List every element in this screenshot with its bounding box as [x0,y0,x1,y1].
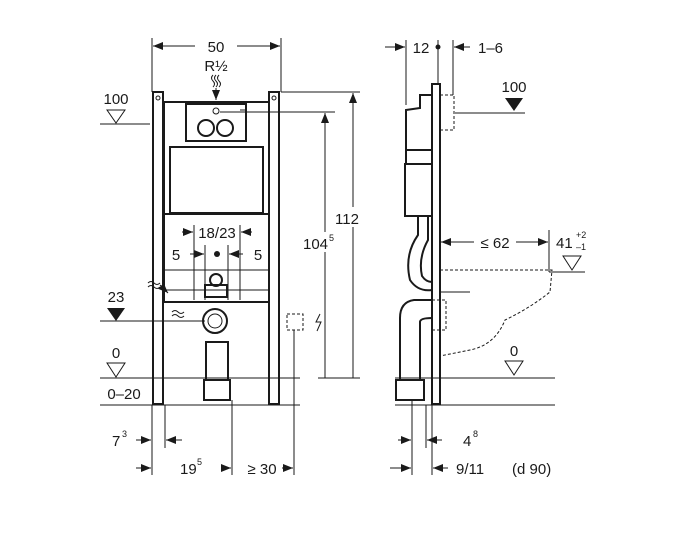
drain-pipe [205,341,229,381]
dim-9-11-label: 9/11 [456,461,484,478]
water-icon-2 [171,310,185,318]
cistern [163,101,270,215]
flush-button-small [216,119,234,137]
frame-side [431,83,441,405]
dim-18-23-label: 18/23 [198,225,236,242]
drain-connection [202,308,228,334]
flush-button-large [197,119,215,137]
svg-text:5: 5 [329,233,334,243]
level-100-label: 100 [103,91,128,108]
dim-1-6-label: 1–6 [478,40,503,57]
dim-19-label: 19 [180,461,197,478]
flush-pipe [407,216,433,292]
dim-7-label: 7 [112,433,120,450]
side-level-0-label: 0 [510,343,518,360]
frame-lower [163,213,270,303]
front-view: 50 R½ 18/23 5 5 [100,38,365,478]
frame-left-post [152,91,164,405]
height-41-label: 41 [556,235,573,252]
pipe-diameter-label: (d 90) [512,461,551,478]
inspection-panel [169,146,264,214]
water-supply-icon [211,74,221,88]
electric-icon [315,313,322,332]
width-label: 50 [208,39,225,56]
flush-plate-side [439,94,455,131]
height-112-label: 112 [335,211,359,228]
dim-5-left-label: 5 [172,247,180,264]
cistern-side [405,94,432,151]
height-104-label: 104 [303,236,328,253]
wc-pan [439,269,553,357]
level-marker-filled [107,308,125,321]
side-view: 12 1–6 100 ≤ 62 41 +2 –1 0 [385,40,586,478]
dim-30-label: ≥ 30 [247,461,276,478]
drain-bend [399,299,433,381]
supply-label: R½ [204,58,228,75]
floor-range-label: 0–20 [107,386,140,403]
dim-62-label: ≤ 62 [480,235,509,252]
frame-right-post [268,91,280,405]
tolerance-minus: –1 [576,242,586,252]
level-0-label: 0 [112,345,120,362]
dim-4-label: 4 [463,433,471,450]
dim-12-label: 12 [413,40,430,57]
electrical-box [286,313,304,331]
level-marker-open [106,109,126,124]
svg-text:3: 3 [122,429,127,439]
dim-5-right-label: 5 [254,247,262,264]
level-23-label: 23 [108,289,125,306]
tolerance-plus: +2 [576,230,586,240]
flush-plate [185,103,247,142]
side-level-100-label: 100 [501,79,526,96]
svg-text:8: 8 [473,429,478,439]
svg-text:5: 5 [197,457,202,467]
